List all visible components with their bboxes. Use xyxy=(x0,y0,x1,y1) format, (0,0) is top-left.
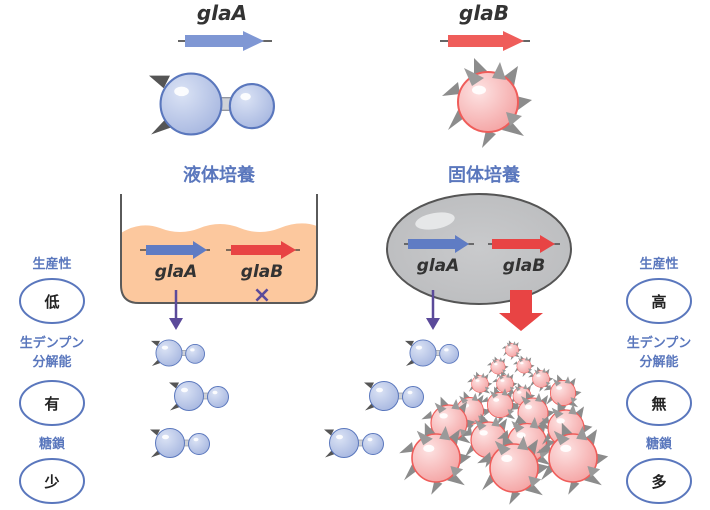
gla-b-gene-arrow xyxy=(440,31,530,51)
right-productivity-oval xyxy=(626,278,692,324)
right-sugar-chain-label: 糖鎖 xyxy=(646,436,673,452)
solid-gla-b-secretion-arrow xyxy=(499,290,543,331)
liquid-gla-a-label: glaA xyxy=(155,262,198,282)
liquid-gla-b-label: glaB xyxy=(241,262,283,282)
gla-b-not-expressed-mark: × xyxy=(253,283,271,308)
left-productivity-label: 生産性 xyxy=(32,256,71,272)
right-sugar-chain-value: 多 xyxy=(651,473,666,491)
liquid-culture-title: 液体培養 xyxy=(183,164,255,186)
solid-gla-a-arrow xyxy=(404,235,474,253)
right-productivity-label: 生産性 xyxy=(639,256,678,272)
left-sugar-chain-label: 糖鎖 xyxy=(39,436,66,452)
gla-a-enzyme-icon xyxy=(147,72,275,136)
right-degradation-label-line1: 生デンプン xyxy=(627,335,692,351)
liquid-gla-b-arrow xyxy=(226,241,300,259)
left-productivity-oval xyxy=(19,278,85,324)
right-degradation-label-line2: 分解能 xyxy=(639,354,678,370)
secreted-gla-a-enzyme xyxy=(323,428,384,458)
liquid-gla-a-arrow xyxy=(140,241,210,259)
solid-gla-b-label: glaB xyxy=(503,256,545,276)
secreted-gla-a-enzyme xyxy=(404,339,459,367)
gla-b-enzyme-icon xyxy=(441,57,533,149)
right-sugar-chain-oval xyxy=(626,458,692,504)
right-degradation-value: 無 xyxy=(651,395,666,413)
solid-gla-b-arrow xyxy=(488,235,560,253)
solid-culture-title: 固体培養 xyxy=(448,164,520,186)
secreted-gla-a-enzyme xyxy=(149,428,210,458)
left-sugar-chain-oval xyxy=(19,458,85,504)
left-degradation-label-line2: 分解能 xyxy=(32,354,71,370)
secreted-gla-a-enzyme xyxy=(168,381,229,411)
liquid-culture-vessel xyxy=(120,194,318,304)
solid-substrate xyxy=(386,193,572,305)
secreted-gla-a-enzyme xyxy=(363,381,424,411)
gla-a-gene-arrow xyxy=(178,31,272,51)
right-productivity-value: 高 xyxy=(651,293,666,311)
secreted-gla-b-enzyme-cluster xyxy=(398,340,610,506)
gla-b-gene-title: glaB xyxy=(459,1,509,25)
left-productivity-value: 低 xyxy=(43,293,59,311)
left-degradation-oval xyxy=(19,380,85,426)
left-sugar-chain-value: 少 xyxy=(43,473,59,491)
liquid-secretion-arrow xyxy=(169,290,183,330)
right-degradation-oval xyxy=(626,380,692,426)
left-degradation-label-line1: 生デンプン xyxy=(20,335,85,351)
gla-a-gene-title: glaA xyxy=(197,1,247,25)
solid-gla-a-secretion-arrow xyxy=(426,290,440,330)
secreted-gla-a-enzyme xyxy=(150,339,206,367)
left-degradation-value: 有 xyxy=(44,395,59,413)
solid-gla-a-label: glaA xyxy=(417,256,460,276)
